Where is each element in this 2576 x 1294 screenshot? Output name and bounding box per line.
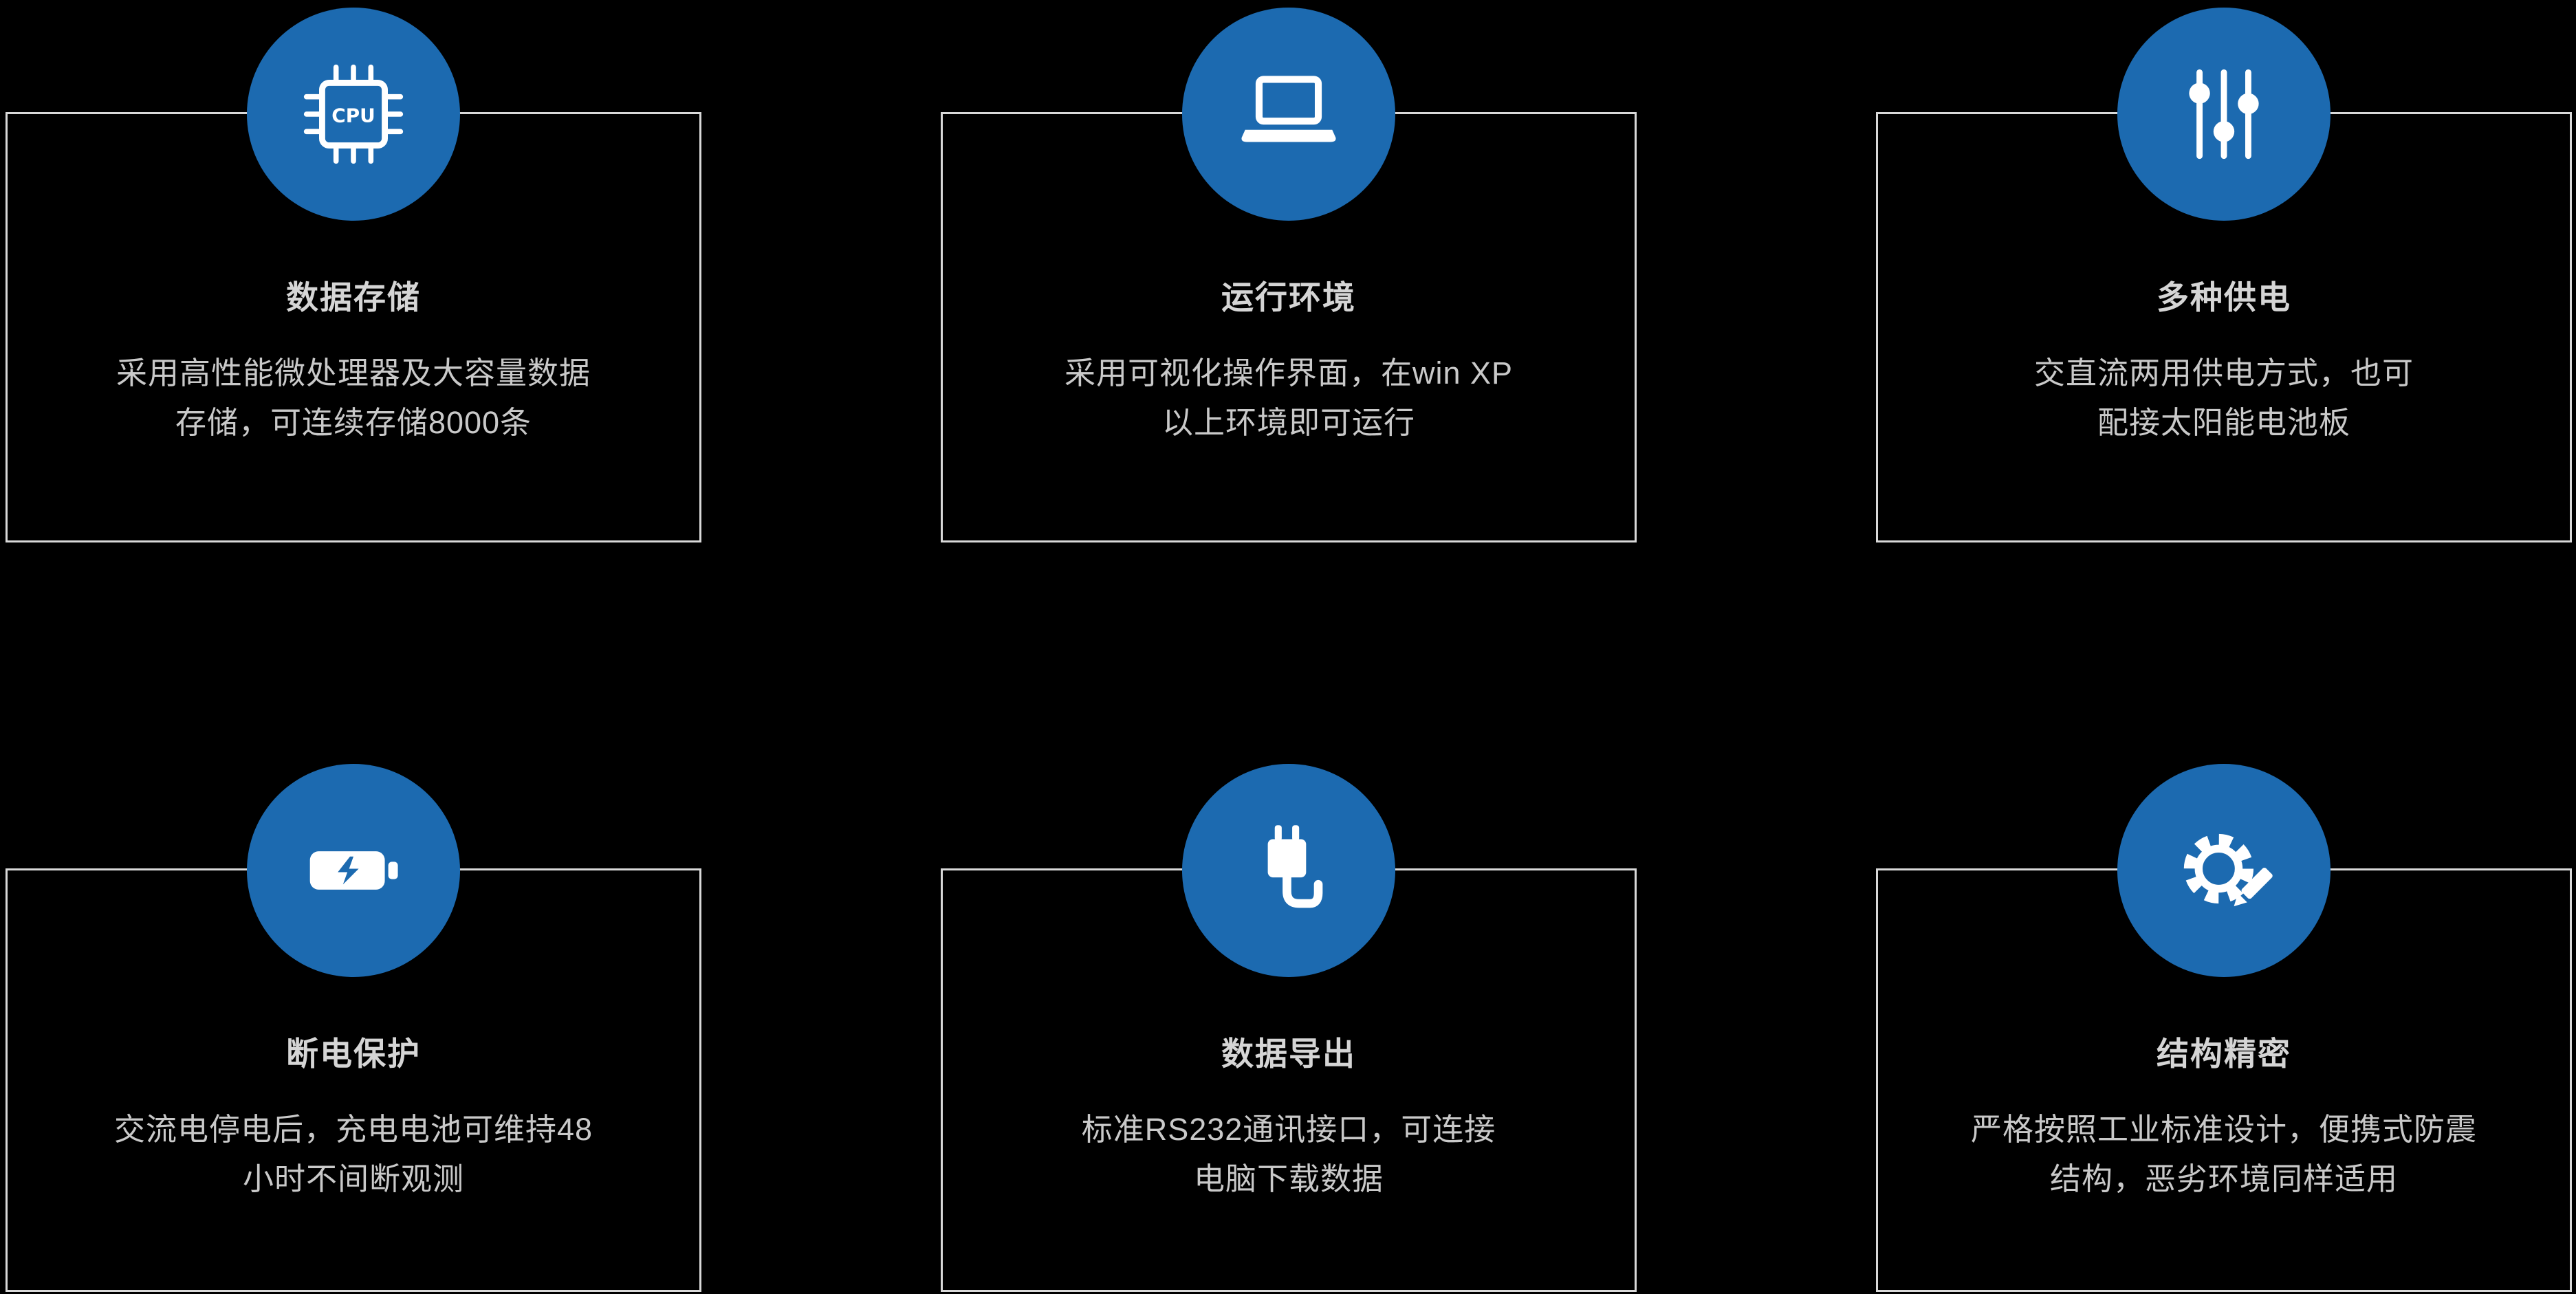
card-title: 数据导出 [1221, 1035, 1356, 1072]
cpu-icon-label: CPU [331, 104, 375, 127]
card-title: 数据存储 [286, 279, 421, 316]
card-data-export: 数据导出 标准RS232通讯接口，可连接 电脑下载数据 [941, 764, 1637, 1292]
card-content: 结构精密 严格按照工业标准设计，便携式防震 结构，恶劣环境同样适用 [1878, 870, 2570, 1204]
card-title: 结构精密 [2157, 1035, 2291, 1072]
battery-charging-icon [309, 851, 398, 890]
card-description: 采用高性能微处理器及大容量数据 存储，可连续存储8000条 [8, 349, 699, 448]
card-content: 多种供电 交直流两用供电方式，也可 配接太阳能电池板 [1878, 114, 2570, 448]
card-title: 运行环境 [1221, 279, 1356, 316]
card-description: 严格按照工业标准设计，便携式防震 结构，恶劣环境同样适用 [1878, 1105, 2570, 1204]
laptop-icon-circle [1182, 8, 1395, 221]
card-description: 交直流两用供电方式，也可 配接太阳能电池板 [1878, 349, 2570, 448]
card-description-line: 以上环境即可运行 [1161, 405, 1415, 440]
card-description-line: 采用高性能微处理器及大容量数据 [116, 355, 591, 391]
sliders-icon-circle [2117, 8, 2331, 221]
card-content: 数据导出 标准RS232通讯接口，可连接 电脑下载数据 [943, 870, 1635, 1204]
card-description-line: 严格按照工业标准设计，便携式防震 [1970, 1112, 2477, 1147]
card-description: 交流电停电后，充电电池可维持48 小时不间断观测 [8, 1105, 699, 1204]
card-power-supply-options: 多种供电 交直流两用供电方式，也可 配接太阳能电池板 [1876, 8, 2572, 542]
card-data-storage: CPU 数据存储 采用高性能微处理器及大容量数据 存储，可连续存储8000条 [6, 8, 701, 542]
laptop-icon [1241, 76, 1336, 142]
usb-plug-icon [1267, 825, 1323, 908]
card-operating-environment: 运行环境 采用可视化操作界面，在win XP 以上环境即可运行 [941, 8, 1637, 542]
card-power-failure-protection: 断电保护 交流电停电后，充电电池可维持48 小时不间断观测 [6, 764, 701, 1292]
feature-row-bottom: 断电保护 交流电停电后，充电电池可维持48 小时不间断观测 数据导出 [0, 542, 2576, 1292]
card-description-line: 配接太阳能电池板 [2097, 405, 2350, 440]
card-description-line: 结构，恶劣环境同样适用 [2049, 1161, 2398, 1196]
feature-row-top: CPU 数据存储 采用高性能微处理器及大容量数据 存储，可连续存储8000条 运… [0, 0, 2576, 542]
card-description-line: 小时不间断观测 [242, 1161, 464, 1196]
card-description-line: 采用可视化操作界面，在win XP [1064, 355, 1514, 391]
card-content: 数据存储 采用高性能微处理器及大容量数据 存储，可连续存储8000条 [8, 114, 699, 448]
battery-icon-circle [247, 764, 460, 977]
card-description: 标准RS232通讯接口，可连接 电脑下载数据 [943, 1105, 1635, 1204]
gear-icon-circle [2117, 764, 2331, 977]
card-description-line: 交流电停电后，充电电池可维持48 [113, 1112, 593, 1147]
card-description-line: 标准RS232通讯接口，可连接 [1081, 1112, 1496, 1147]
card-description: 采用可视化操作界面，在win XP 以上环境即可运行 [943, 349, 1635, 448]
card-precise-structure: 结构精密 严格按照工业标准设计，便携式防震 结构，恶劣环境同样适用 [1876, 764, 2572, 1292]
gear-pencil-icon [2183, 833, 2273, 907]
card-content: 运行环境 采用可视化操作界面，在win XP 以上环境即可运行 [943, 114, 1635, 448]
sliders-icon [2189, 69, 2259, 160]
cpu-chip-icon: CPU [303, 64, 404, 164]
card-content: 断电保护 交流电停电后，充电电池可维持48 小时不间断观测 [8, 870, 699, 1204]
card-description-line: 存储，可连续存储8000条 [175, 405, 532, 440]
card-description-line: 电脑下载数据 [1193, 1161, 1384, 1196]
card-description-line: 交直流两用供电方式，也可 [2033, 355, 2414, 391]
card-title: 多种供电 [2157, 279, 2291, 316]
usb-icon-circle [1182, 764, 1395, 977]
cpu-icon-circle: CPU [247, 8, 460, 221]
card-title: 断电保护 [286, 1035, 421, 1072]
